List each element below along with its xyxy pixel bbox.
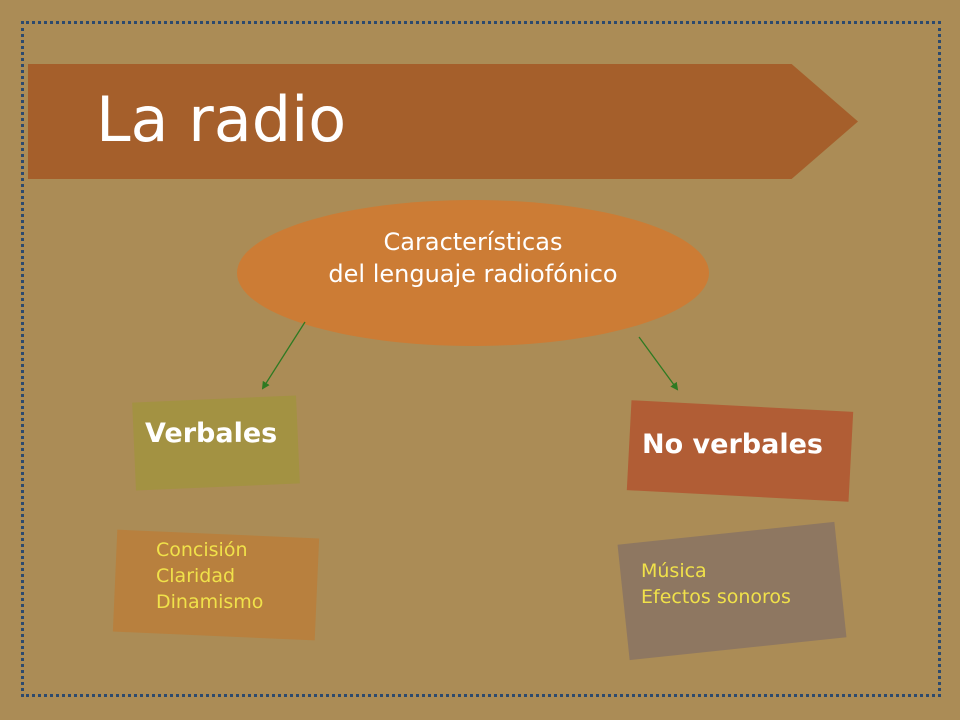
list-item: Claridad [156, 565, 236, 587]
central-line-1: Características [383, 228, 563, 256]
list-item: Dinamismo [156, 591, 264, 613]
list-item: Efectos sonoros [641, 586, 791, 608]
central-ellipse [237, 200, 709, 346]
no-verbales-list: Música Efectos sonoros [641, 558, 791, 610]
slide-title: La radio [96, 83, 347, 156]
verbales-heading: Verbales [145, 418, 278, 449]
dotted-frame [21, 21, 941, 697]
arrow-to-verbales [261, 321, 306, 390]
list-item: Música [641, 560, 707, 582]
list-item: Concisión [156, 539, 248, 561]
title-banner [28, 64, 858, 179]
verbales-list: Concisión Claridad Dinamismo [156, 537, 263, 615]
arrow-to-no-verbales [638, 336, 679, 391]
central-line-2: del lenguaje radiofónico [328, 260, 618, 288]
central-ellipse-text: Características del lenguaje radiofónico [237, 226, 709, 290]
no-verbales-heading: No verbales [642, 429, 823, 460]
